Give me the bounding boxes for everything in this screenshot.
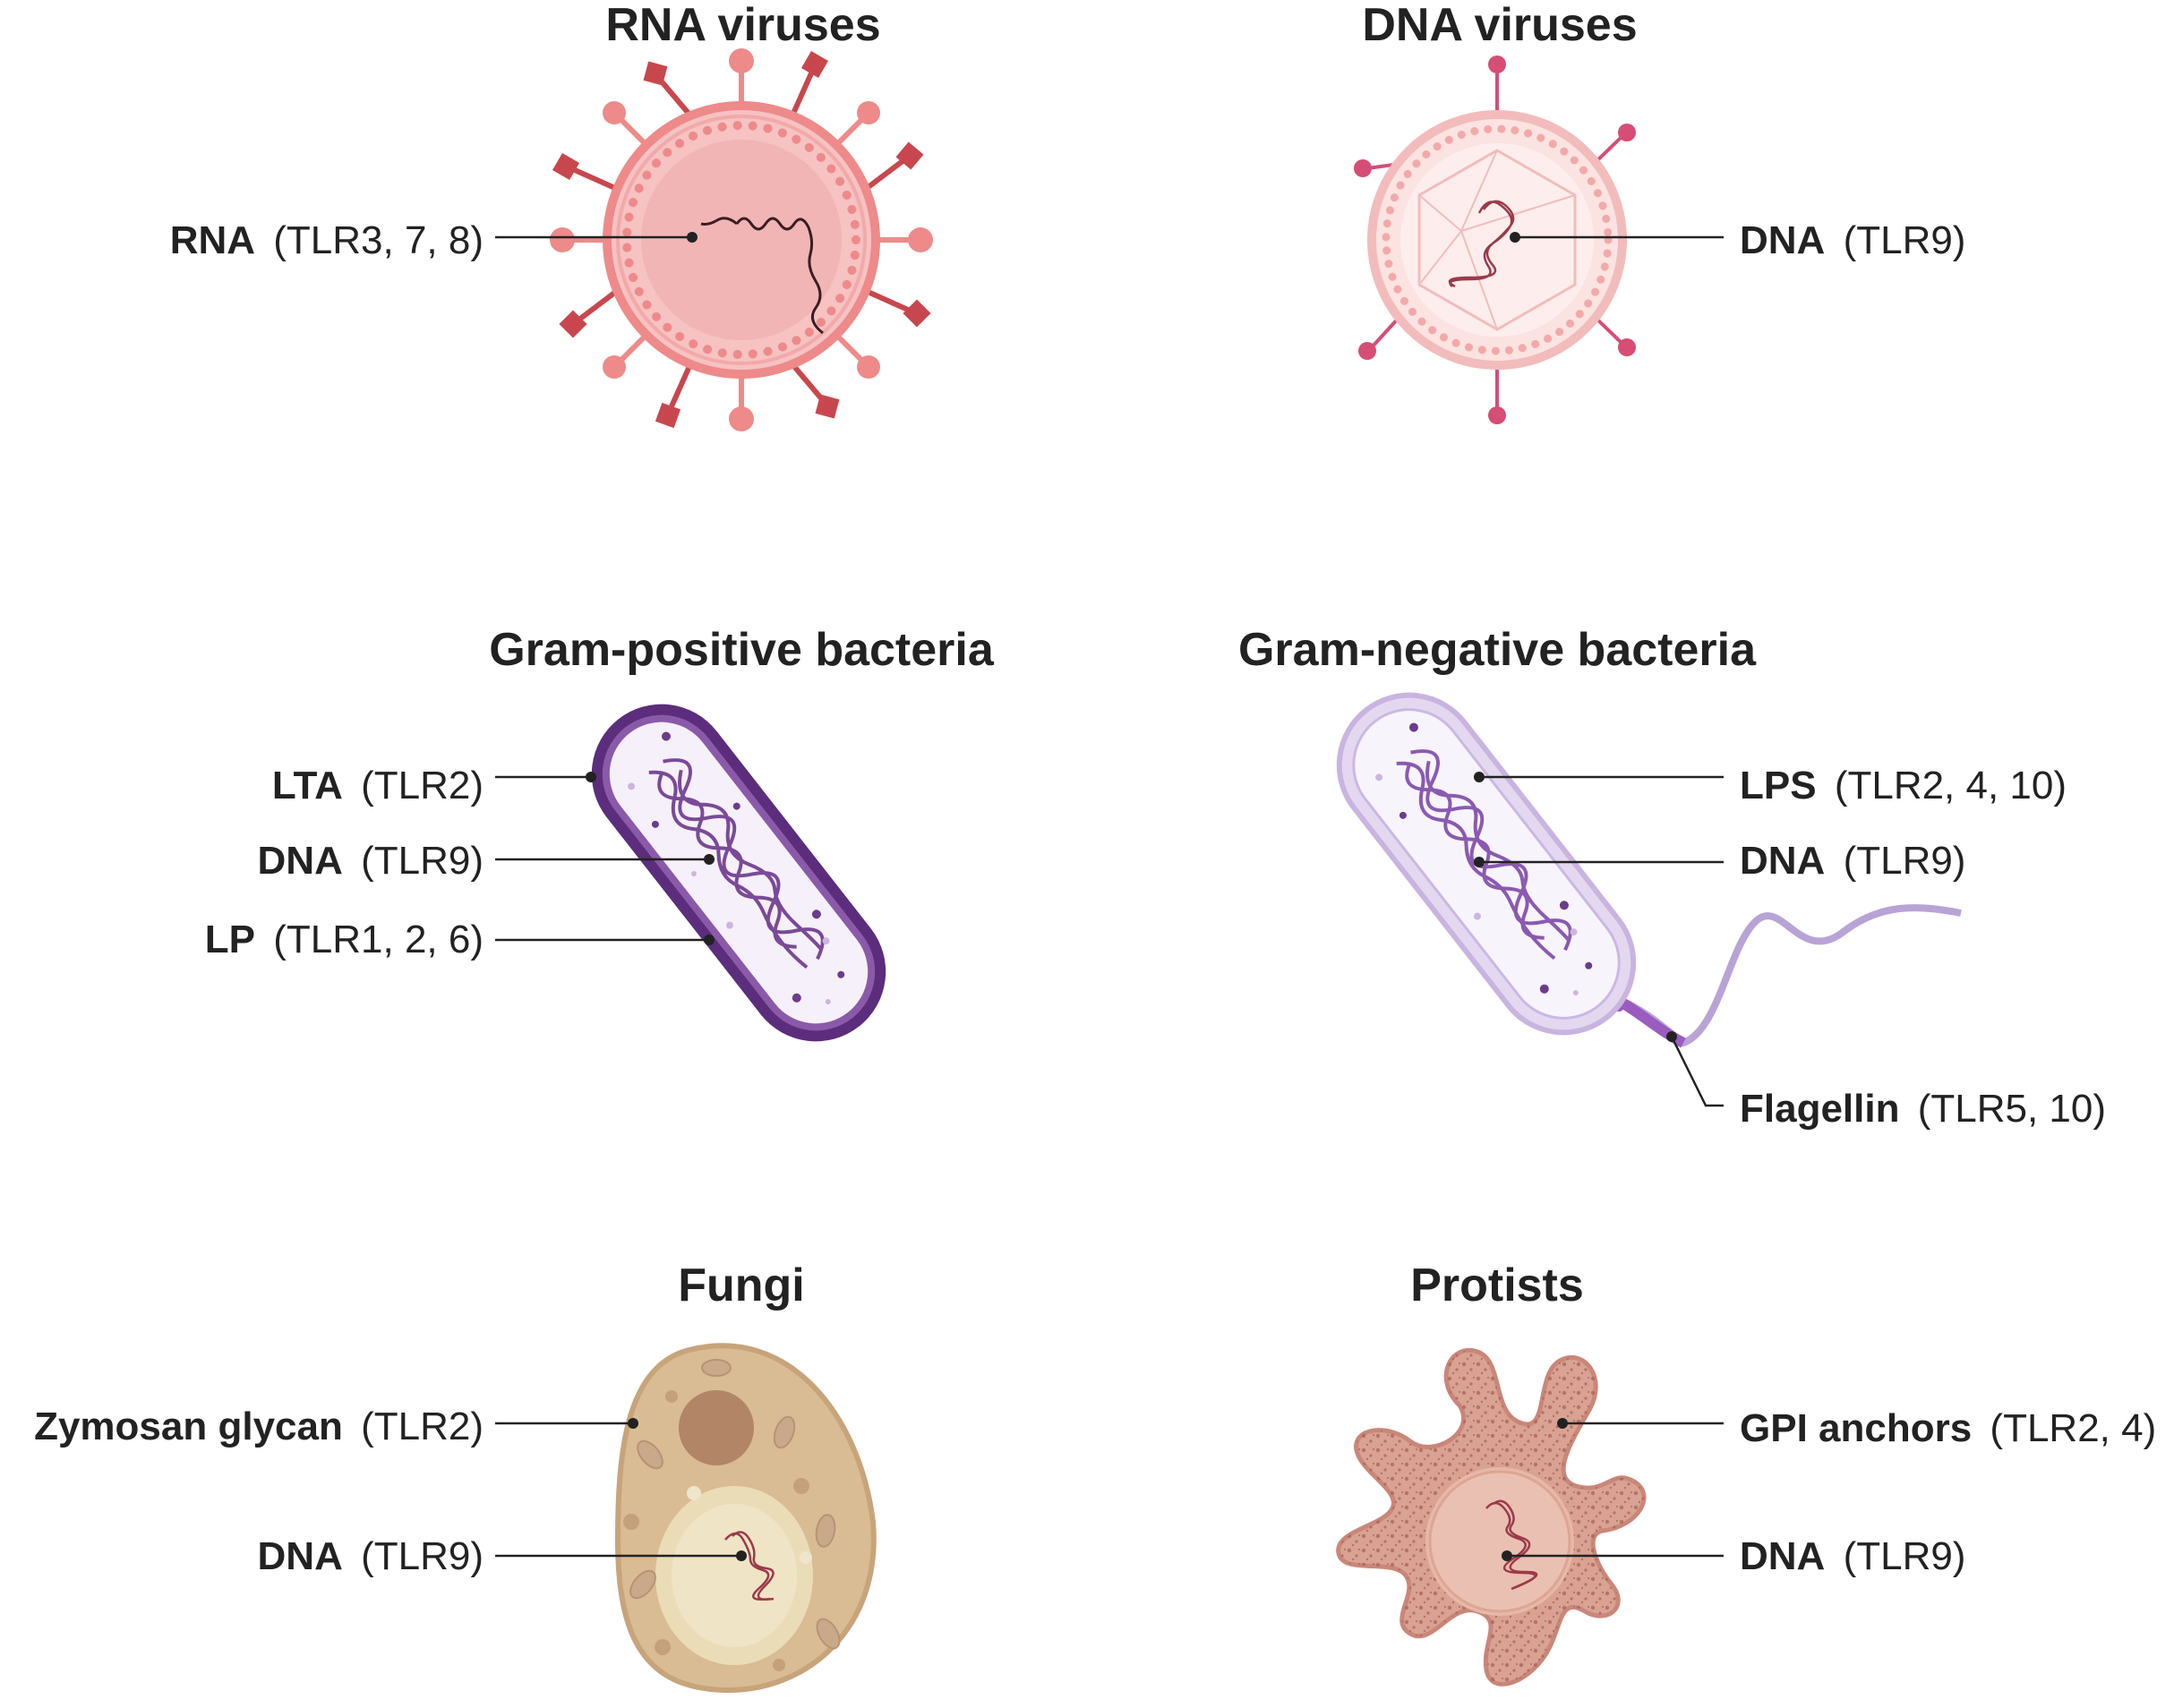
label-lps-name: LPS (1740, 764, 1817, 807)
label-protist-dna: DNA (TLR9) (1502, 1534, 1965, 1578)
title-rna-viruses: RNA viruses (605, 0, 880, 51)
label-lta-name: LTA (272, 764, 343, 807)
title-protists: Protists (1410, 1260, 1584, 1311)
title-gram-negative: Gram-negative bacteria (1238, 624, 1757, 676)
svg-text:DNA (TLR9): DNA (TLR9) (1740, 1534, 1965, 1578)
svg-text:DNA (TLR9): DNA (TLR9) (1740, 218, 1965, 262)
svg-text:RNA (TLR3, 7, 8): RNA (TLR3, 7, 8) (170, 218, 484, 262)
label-fungi-dna-name: DNA (258, 1534, 343, 1578)
fungus-illustration (614, 1343, 877, 1694)
label-lp: LP (TLR1, 2, 6) (205, 918, 715, 961)
label-rna-receptor: (TLR3, 7, 8) (273, 218, 484, 262)
label-flagellin: Flagellin (TLR5, 10) (1666, 1031, 2106, 1131)
label-fungi-dna-receptor: (TLR9) (361, 1534, 484, 1578)
label-dna-virus: DNA (TLR9) (1510, 218, 1965, 262)
label-gpi-anchors: GPI anchors (TLR2, 4) (1557, 1406, 2156, 1450)
label-gram-neg-dna-receptor: (TLR9) (1844, 839, 1966, 883)
label-dna-virus-receptor: (TLR9) (1844, 218, 1966, 262)
label-lps-receptor: (TLR2, 4, 10) (1835, 764, 2067, 807)
svg-text:Zymosan glycan (TLR2): Zymosan glycan (TLR2) (34, 1405, 484, 1448)
label-gram-pos-dna-receptor: (TLR9) (361, 839, 484, 883)
label-flagellin-receptor: (TLR5, 10) (1918, 1087, 2106, 1131)
label-flagellin-name: Flagellin (1740, 1087, 1899, 1131)
label-gram-neg-dna-name: DNA (1740, 839, 1825, 883)
title-dna-viruses: DNA viruses (1362, 0, 1637, 51)
svg-text:DNA (TLR9): DNA (TLR9) (1740, 839, 1965, 883)
label-zymosan: Zymosan glycan (TLR2) (34, 1405, 638, 1448)
label-gram-neg-dna: DNA (TLR9) (1474, 839, 1965, 883)
label-protist-dna-name: DNA (1740, 1534, 1825, 1578)
label-lp-receptor: (TLR1, 2, 6) (273, 918, 484, 961)
protist-illustration (1336, 1347, 1647, 1687)
label-protist-dna-receptor: (TLR9) (1844, 1534, 1966, 1578)
label-lta: LTA (TLR2) (272, 764, 596, 807)
svg-text:DNA (TLR9): DNA (TLR9) (258, 1534, 484, 1578)
title-gram-positive: Gram-positive bacteria (489, 624, 995, 676)
label-dna-virus-name: DNA (1740, 218, 1825, 262)
rna-virus-illustration (550, 48, 933, 431)
label-gram-pos-dna: DNA (TLR9) (258, 839, 715, 883)
label-rna-name: RNA (170, 218, 255, 262)
label-lps: LPS (TLR2, 4, 10) (1474, 764, 2067, 807)
label-zymosan-name: Zymosan glycan (34, 1405, 343, 1448)
label-gpi-anchors-name: GPI anchors (1740, 1406, 1972, 1450)
dna-virus-illustration (1354, 56, 1636, 424)
gram-positive-illustration (591, 704, 886, 1042)
svg-text:Flagellin (TLR5, 10): Flagellin (TLR5, 10) (1740, 1087, 2106, 1131)
label-lta-receptor: (TLR2) (361, 764, 484, 807)
svg-text:LPS (TLR2, 4, 10): LPS (TLR2, 4, 10) (1740, 764, 2067, 807)
svg-text:LTA (TLR2): LTA (TLR2) (272, 764, 484, 807)
label-gpi-anchors-receptor: (TLR2, 4) (1990, 1406, 2156, 1450)
svg-text:LP (TLR1, 2, 6): LP (TLR1, 2, 6) (205, 918, 484, 961)
svg-text:DNA (TLR9): DNA (TLR9) (258, 839, 484, 883)
label-lp-name: LP (205, 918, 255, 961)
title-fungi: Fungi (678, 1260, 805, 1311)
label-fungi-dna: DNA (TLR9) (258, 1534, 747, 1578)
svg-text:GPI anchors (TLR2, 4): GPI anchors (TLR2, 4) (1740, 1406, 2156, 1450)
label-zymosan-receptor: (TLR2) (361, 1405, 484, 1448)
label-rna: RNA (TLR3, 7, 8) (170, 218, 698, 262)
label-gram-pos-dna-name: DNA (258, 839, 343, 883)
